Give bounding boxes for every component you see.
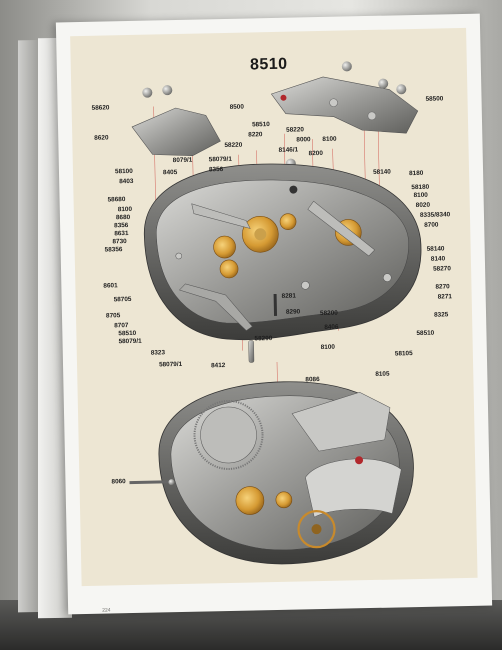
callout-label: 8705 bbox=[105, 312, 121, 320]
callout-label: 8100 bbox=[117, 205, 133, 214]
page-number: 224 bbox=[102, 607, 111, 614]
callout-label: 58510 bbox=[251, 121, 270, 129]
callout-label: 58100 bbox=[114, 167, 133, 176]
callout-label: 8700 bbox=[424, 221, 439, 229]
callout-label: 58620 bbox=[91, 104, 110, 112]
callout-label: 58510 bbox=[416, 329, 435, 338]
intermediate-parts bbox=[248, 293, 278, 363]
callout-label: 8631 bbox=[114, 230, 129, 238]
callout-label: 8079/1 bbox=[172, 156, 193, 165]
callout-label: 58220 bbox=[286, 126, 305, 134]
callout-label: 8100 bbox=[320, 343, 336, 352]
callout-label: 8271 bbox=[437, 293, 452, 301]
callout-label: 58270 bbox=[433, 265, 451, 273]
callout-label: 8707 bbox=[114, 322, 129, 330]
callout-label: 8406 bbox=[324, 323, 339, 331]
callout-label: 58079/1 bbox=[208, 155, 232, 164]
callout-label: 58510 bbox=[118, 329, 137, 338]
callout-label: 8323 bbox=[150, 349, 166, 357]
callout-label: 58356 bbox=[104, 246, 123, 254]
callout-label: 8405 bbox=[162, 168, 178, 177]
callout-label: 8200 bbox=[308, 149, 323, 158]
callout-label: 8620 bbox=[94, 134, 109, 142]
callout-label: 58290 bbox=[254, 335, 273, 343]
callout-label: 8680 bbox=[115, 213, 131, 222]
callout-label: 8060 bbox=[111, 478, 126, 486]
callout-label: 8180 bbox=[409, 169, 424, 178]
callout-label: 58220 bbox=[224, 141, 243, 149]
callout-label: 8105 bbox=[375, 370, 390, 378]
callout-label: 8356 bbox=[208, 166, 224, 174]
callout-label: 8290 bbox=[285, 308, 301, 316]
callout-label: 58705 bbox=[113, 295, 132, 304]
callout-label: 8020 bbox=[415, 201, 431, 210]
callout-label: 8412 bbox=[210, 362, 226, 370]
callout-label: 8335/8340 bbox=[419, 211, 451, 219]
callout-label: 58140 bbox=[426, 245, 445, 253]
movement-illustration bbox=[129, 61, 422, 565]
callout-label: 58680 bbox=[107, 196, 126, 204]
callout-label: 58140 bbox=[372, 168, 391, 176]
callout-label: 58200 bbox=[319, 309, 338, 318]
callout-label: 8100 bbox=[413, 191, 428, 200]
callout-label: 8601 bbox=[103, 282, 118, 290]
callout-label: 8500 bbox=[229, 103, 244, 111]
callout-label: 8270 bbox=[435, 283, 450, 291]
callout-label: 58079/1 bbox=[158, 360, 183, 369]
callout-label: 8281 bbox=[281, 292, 296, 300]
callout-label: 58105 bbox=[394, 350, 413, 358]
base-movement bbox=[129, 381, 414, 565]
callout-label: 8100 bbox=[322, 135, 337, 143]
callout-label: 8403 bbox=[119, 177, 134, 186]
callout-label: 8000 bbox=[296, 136, 311, 144]
callout-label: 8325 bbox=[433, 311, 449, 319]
callout-label: 58500 bbox=[425, 95, 444, 103]
exploded-view-plate: 8510 58620 8620 8500 58500 58510 8220 58… bbox=[70, 27, 478, 614]
book-page: 8510 58620 8620 8500 58500 58510 8220 58… bbox=[55, 13, 493, 615]
callout-label: 8730 bbox=[112, 238, 127, 246]
callout-label: 8086 bbox=[305, 376, 320, 384]
callout-label: 8146/1 bbox=[278, 146, 299, 154]
callout-label: 8220 bbox=[248, 131, 263, 139]
callout-label: 8356 bbox=[114, 222, 129, 230]
callout-label: 8140 bbox=[430, 255, 446, 263]
callout-label: 58079/1 bbox=[118, 337, 142, 346]
chronograph-module bbox=[143, 163, 422, 341]
callout-label: 58180 bbox=[411, 183, 430, 192]
upper-bridges bbox=[131, 76, 419, 156]
